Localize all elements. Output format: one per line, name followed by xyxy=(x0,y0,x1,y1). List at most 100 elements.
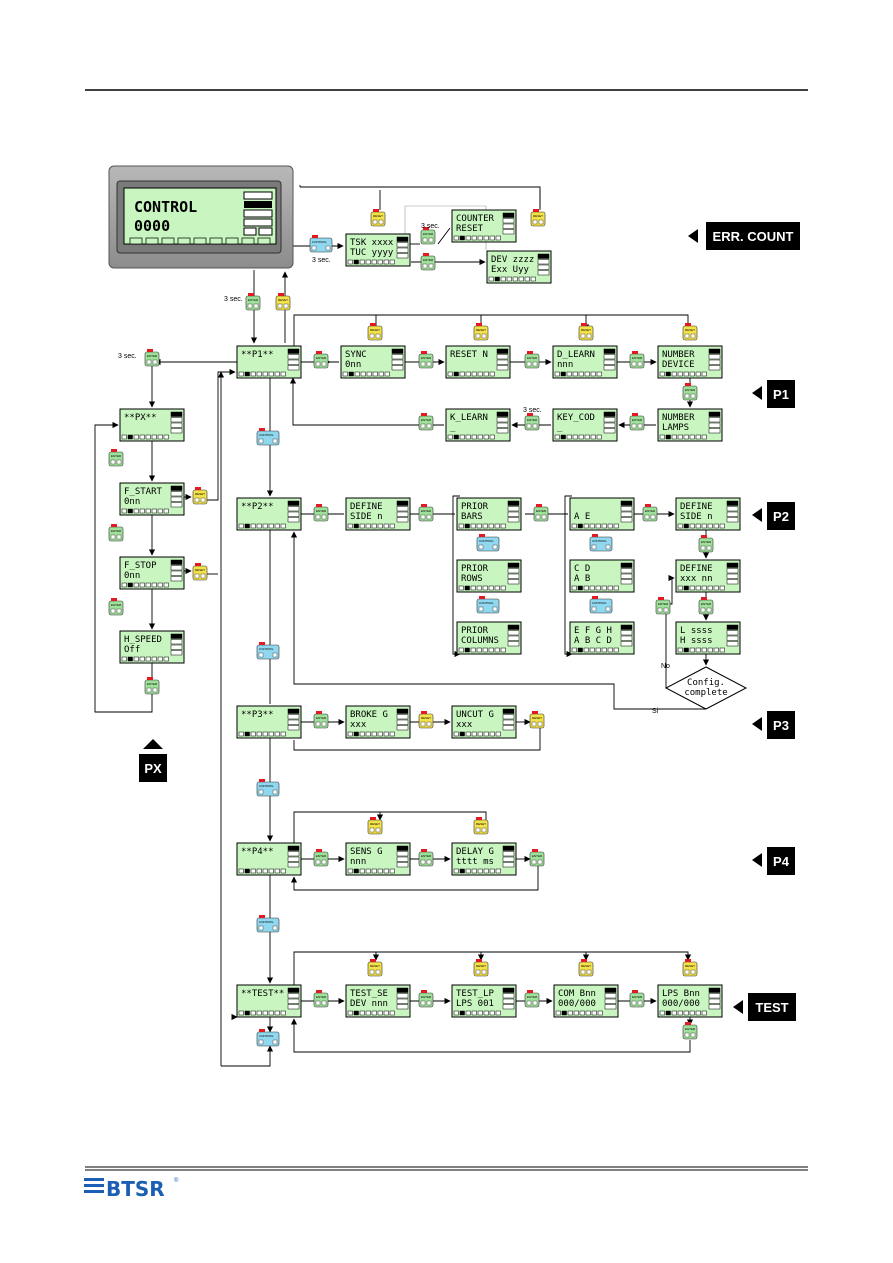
tag-p1-label: P1 xyxy=(773,387,789,402)
lcd-line2: 000/000 xyxy=(558,999,596,1009)
enter-button-label: ENTER xyxy=(147,682,158,686)
logo-text: BTSR xyxy=(106,1177,165,1201)
lcd-line1: DEFINE xyxy=(680,564,713,574)
enter-button-label: ENTER xyxy=(701,540,712,544)
lcd-efgh: E F G HA B C D xyxy=(569,621,635,655)
enter-button: ENTER xyxy=(682,383,698,401)
reset-button-label: RESET xyxy=(195,568,205,572)
enter-button: ENTER xyxy=(642,504,658,522)
reset-button-label: RESET xyxy=(685,964,695,968)
lcd-test: **TEST** xyxy=(236,984,302,1018)
enter-button: ENTER xyxy=(418,351,434,369)
lcd-line1: SYNC xyxy=(345,350,367,360)
lcd-line1: F_STOP xyxy=(124,561,157,571)
lcd-line1: F_START xyxy=(124,487,163,497)
three-sec-label: 3 sec. xyxy=(224,296,243,303)
lcd-line2: xxx nn xyxy=(680,574,713,584)
connector xyxy=(293,811,487,843)
lcd-line2: 000/000 xyxy=(662,999,700,1009)
three-sec-label: 3 sec. xyxy=(118,353,137,360)
connector xyxy=(437,227,451,245)
tag-p4: P4 xyxy=(752,847,795,875)
reset-button: RESET xyxy=(682,323,698,341)
reset-button-label: RESET xyxy=(195,492,205,496)
reset-button: RESET xyxy=(192,487,208,505)
lcd-line1: NUMBER xyxy=(662,350,695,360)
lcd-line1: UNCUT G xyxy=(456,710,494,720)
enter-button: ENTER xyxy=(524,351,540,369)
enter-button-label: ENTER xyxy=(645,509,656,513)
enter-button: ENTER xyxy=(313,849,329,867)
lcd-line2: A B xyxy=(574,574,590,584)
reset-button: RESET xyxy=(418,711,434,729)
enter-button-label: ENTER xyxy=(423,232,434,236)
enter-button-label: ENTER xyxy=(316,854,327,858)
enter-button: ENTER xyxy=(655,597,671,615)
lcd-line1: E F G H xyxy=(574,626,612,636)
lcd-key-cod: KEY_COD_ xyxy=(552,408,618,442)
enter-button-label: ENTER xyxy=(685,388,696,392)
lcd-line2: nnn xyxy=(557,360,573,370)
lcd-line1: **P1** xyxy=(241,350,274,360)
tag-err-count: ERR. COUNT xyxy=(688,222,800,250)
enter-button-label: ENTER xyxy=(316,995,327,999)
enter-button-label: ENTER xyxy=(248,298,259,302)
enter-button-label: ENTER xyxy=(536,509,547,513)
lcd-line1: C D xyxy=(574,564,590,574)
lcd-line2: _ xyxy=(450,423,456,433)
enter-button: ENTER xyxy=(529,849,545,867)
lcd-line2: A B C D xyxy=(574,636,612,646)
reset-button-label: RESET xyxy=(476,964,486,968)
lcd-line1: SENS G xyxy=(350,847,383,857)
control-button-label: CONTROL xyxy=(592,539,607,543)
enter-button-label: ENTER xyxy=(421,995,432,999)
enter-button-label: ENTER xyxy=(421,509,432,513)
lcd-line2: nnn xyxy=(350,857,366,867)
enter-button-label: ENTER xyxy=(421,418,432,422)
enter-button: ENTER xyxy=(245,293,261,311)
tag-p1: P1 xyxy=(752,380,795,408)
lcd-line1: PRIOR xyxy=(461,502,489,512)
enter-button-label: ENTER xyxy=(527,995,538,999)
enter-button-label: ENTER xyxy=(632,356,643,360)
panel-line2: 0000 xyxy=(134,217,170,235)
reset-button-label: RESET xyxy=(370,964,380,968)
control-button-label: CONTROL xyxy=(259,1034,274,1038)
enter-button-label: ENTER xyxy=(111,454,122,458)
control-button-label: CONTROL xyxy=(259,920,274,924)
enter-button: ENTER xyxy=(313,504,329,522)
enter-button-label: ENTER xyxy=(658,602,669,606)
control-button-label: CONTROL xyxy=(259,647,274,651)
lcd-line1: KEY_COD xyxy=(557,413,595,423)
lcd-cd-ab: C DA B xyxy=(569,559,635,593)
enter-button: ENTER xyxy=(418,413,434,431)
reset-button: RESET xyxy=(367,959,383,977)
tag-px-label: PX xyxy=(144,761,162,776)
lcd-line1: **TEST** xyxy=(241,989,284,999)
tag-p3-label: P3 xyxy=(773,718,789,733)
lcd-line2: ROWS xyxy=(461,574,483,584)
lcd-line1: **P2** xyxy=(241,502,274,512)
enter-button-label: ENTER xyxy=(701,602,712,606)
reset-button: RESET xyxy=(370,209,386,227)
three-sec-label: 3 sec. xyxy=(421,223,440,230)
decision-yes: Si xyxy=(652,708,659,715)
reset-button: RESET xyxy=(529,711,545,729)
tag-p3: P3 xyxy=(752,711,795,739)
enter-button: ENTER xyxy=(144,349,160,367)
reset-button: RESET xyxy=(367,817,383,835)
enter-button: ENTER xyxy=(418,504,434,522)
tag-p4-label: P4 xyxy=(773,854,790,869)
lcd-line2: xxx xyxy=(350,720,367,730)
key-buttons: CONTROL RESET ENTER ENTER RESET ENTER RESET ENT… xyxy=(108,209,714,1047)
control-button-label: CONTROL xyxy=(312,240,327,244)
three-sec-label: 3 sec. xyxy=(523,407,542,414)
enter-button-label: ENTER xyxy=(147,354,158,358)
